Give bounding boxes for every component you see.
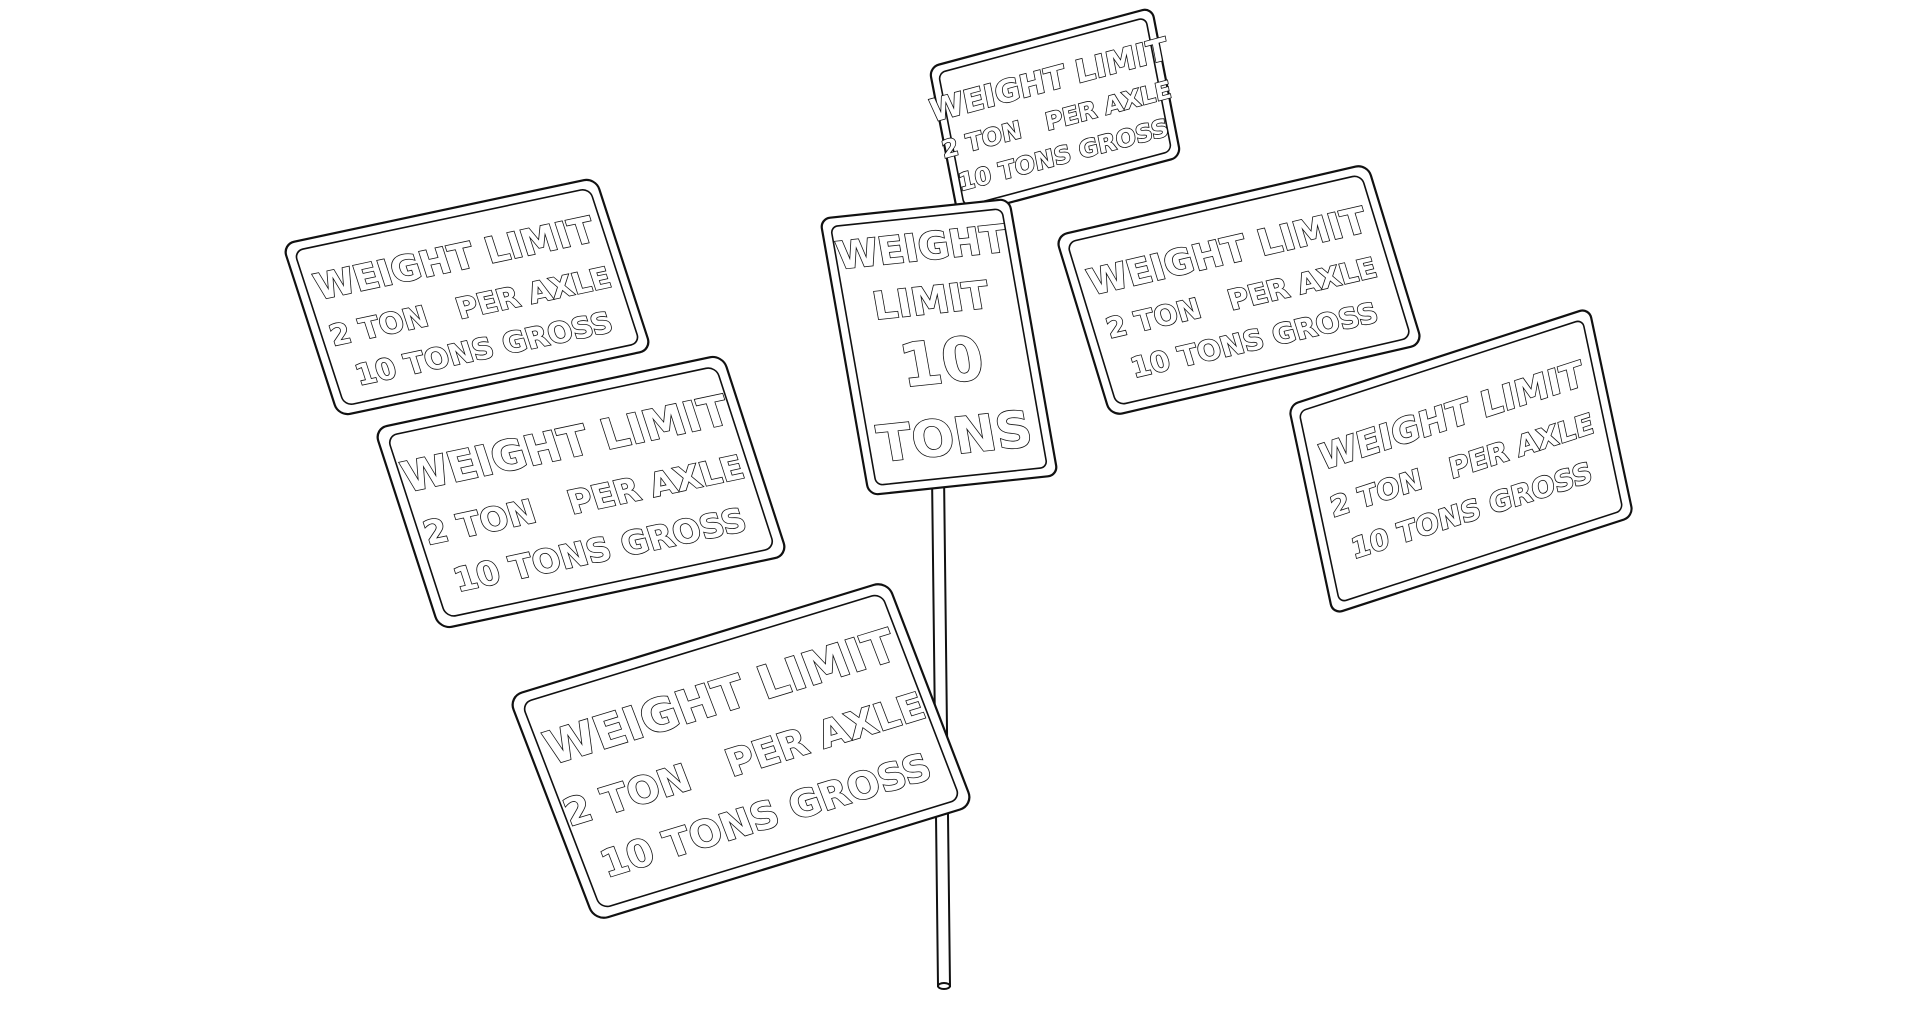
sign-weight-limit-right-upper: WEIGHT LIMIT 2 TON PER AXLE 10 TONS GROS… <box>1057 165 1421 415</box>
sign-weight-limit-far-right: WEIGHT LIMIT 2 TON PER AXLE 10 TONS GROS… <box>1289 309 1633 613</box>
sign-weight-limit-10-tons: WEIGHT LIMIT 10 TONS <box>820 198 1058 496</box>
sign-weight-limit-top: WEIGHT LIMIT 2 TON PER AXLE 10 TONS GROS… <box>926 8 1181 216</box>
sign-weight-limit-bottom: WEIGHT LIMIT 2 TON PER AXLE 10 TONS GROS… <box>511 583 971 919</box>
sign-line-number: 10 <box>894 324 989 402</box>
